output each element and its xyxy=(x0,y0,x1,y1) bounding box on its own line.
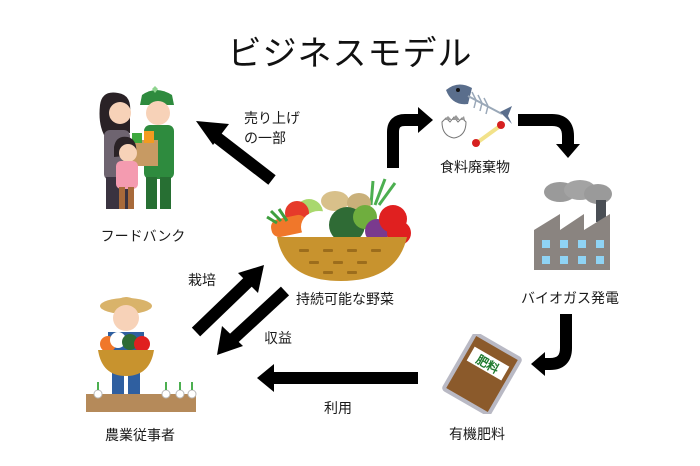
node-label-biogas: バイオガス発電 xyxy=(521,291,619,307)
page-title: ビジネスモデル xyxy=(227,34,473,74)
edge-label-usage: 利用 xyxy=(324,401,352,417)
arrow-farmer-to-vegetables xyxy=(191,265,264,337)
node-label-fertilizer: 有機肥料 xyxy=(449,427,505,443)
arrow-vegetables-to-foodwaste xyxy=(387,107,433,168)
arrow-vegetables-to-farmer xyxy=(217,286,290,355)
edge-label-sales-line1: 売り上げ xyxy=(244,111,300,127)
node-label-vegetables: 持続可能な野菜 xyxy=(296,292,394,308)
edge-label-revenue: 収益 xyxy=(264,331,292,347)
node-label-food-bank: フードバンク xyxy=(100,229,186,245)
food-waste-icon xyxy=(441,84,512,147)
edge-label-cultivation: 栽培 xyxy=(188,273,216,289)
node-label-food-waste: 食料廃棄物 xyxy=(440,160,510,176)
node-label-farmer: 農業従事者 xyxy=(105,428,175,444)
vegetable-basket-icon xyxy=(266,178,411,281)
arrow-biogas-to-fertilizer xyxy=(531,314,572,376)
arrow-vegetables-to-foodbank xyxy=(196,121,276,185)
fertilizer-bag-icon: 肥料 xyxy=(442,334,522,414)
edge-label-sales-line2: の一部 xyxy=(244,131,286,147)
factory-icon xyxy=(534,180,612,270)
arrow-fertilizer-to-farmer xyxy=(257,364,418,392)
arrow-foodwaste-to-biogas xyxy=(518,114,580,158)
food-bank-family-icon xyxy=(99,86,174,209)
farmer-icon xyxy=(86,297,197,412)
